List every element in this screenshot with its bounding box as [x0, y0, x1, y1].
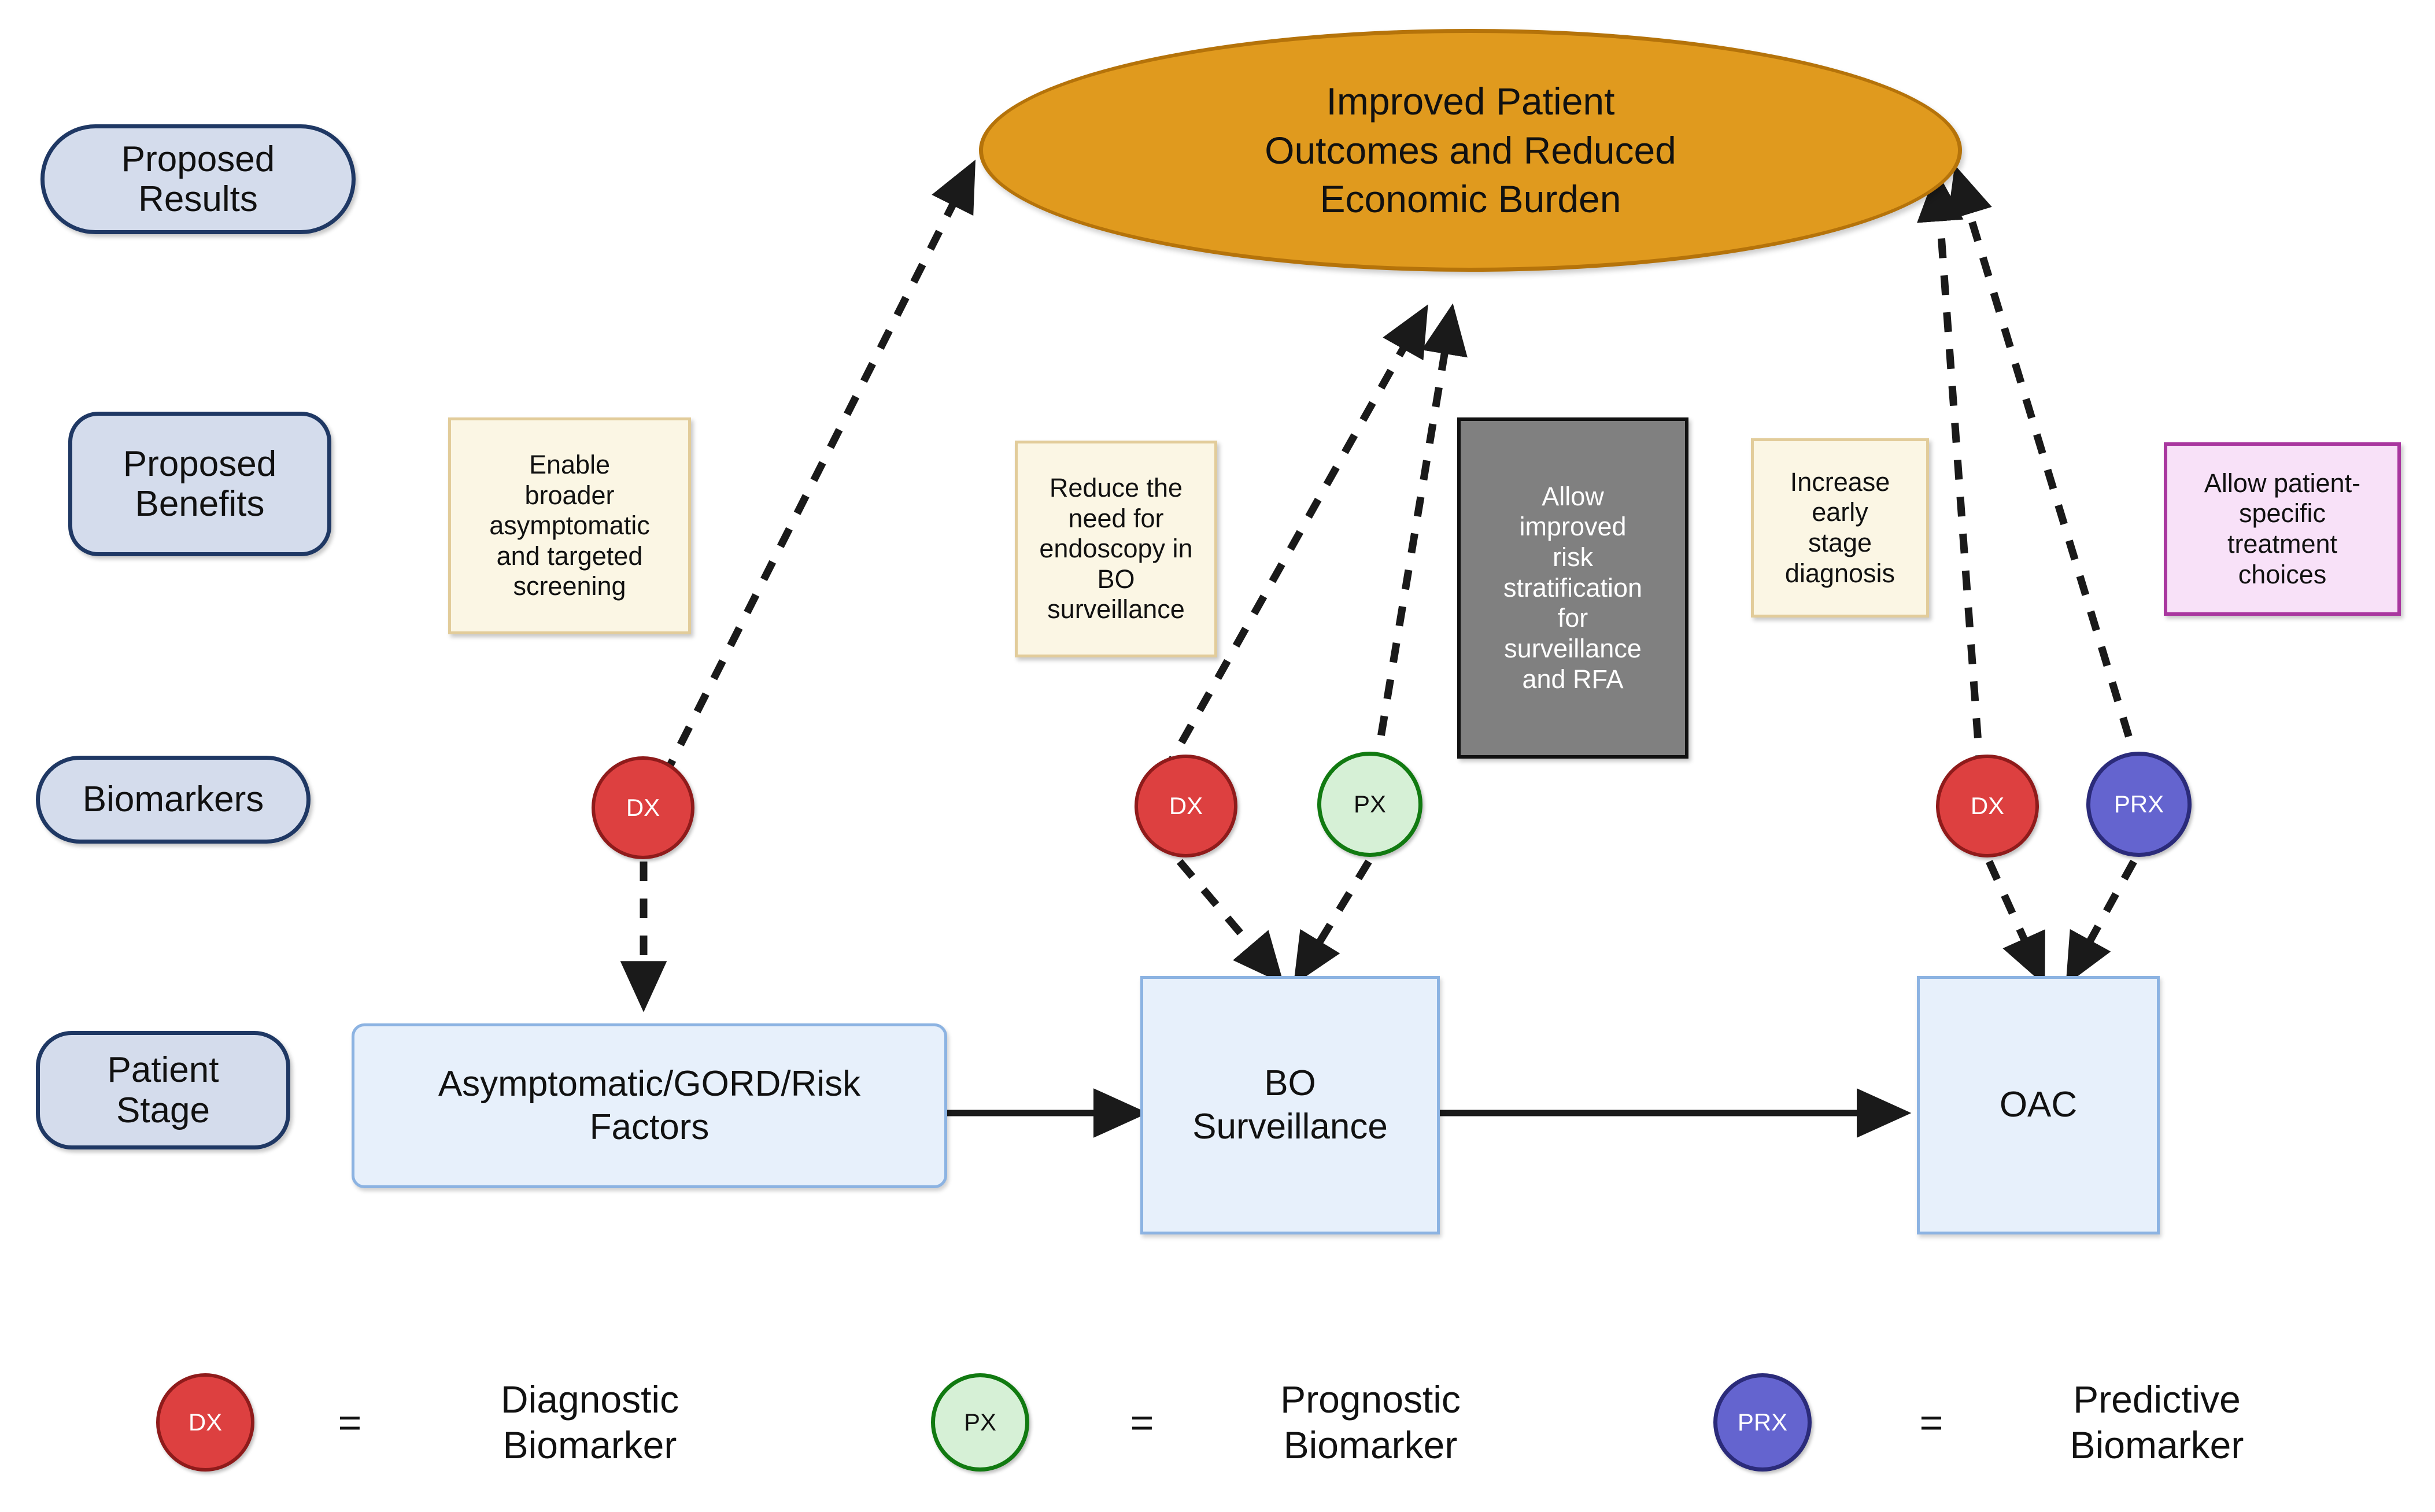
- row-label-patient-stage: Patient Stage: [36, 1031, 290, 1149]
- biomarker-label: DX: [1169, 792, 1203, 819]
- benefit-line: improved: [1519, 512, 1627, 542]
- row-label-line2: Stage: [116, 1090, 210, 1130]
- edge-dx2-to-bo: [1177, 859, 1284, 984]
- benefit-line: Allow patient-: [2204, 468, 2361, 498]
- legend-text-line2: Biomarker: [502, 1424, 677, 1466]
- benefit-line: specific: [2238, 498, 2326, 528]
- legend-marker-label: PRX: [1737, 1409, 1788, 1436]
- benefit-line: risk: [1553, 542, 1593, 572]
- edge-prx-to-oac: [2065, 859, 2137, 985]
- benefit-line: for: [1557, 603, 1588, 633]
- benefit-line: choices: [2238, 559, 2327, 589]
- stage-box-asymptomatic-gord-risk: Asymptomatic/GORD/Risk Factors: [352, 1023, 947, 1188]
- benefit-line: Allow: [1542, 481, 1604, 511]
- edge-dx3-to-goal: [1917, 170, 1985, 775]
- biomarker-label: DX: [1970, 792, 2005, 819]
- legend-text-px: Prognostic Biomarker: [1226, 1362, 1515, 1483]
- legend-equals-sign: =: [1919, 1400, 1943, 1445]
- benefit-box-improved-risk-stratification: Allow improved risk stratification for s…: [1457, 417, 1688, 759]
- legend-equals-sign: =: [1130, 1400, 1154, 1445]
- legend-marker-label: PX: [963, 1409, 997, 1436]
- biomarker-prx-oac: PRX: [2086, 752, 2192, 857]
- legend-equals-prx: =: [1905, 1396, 1957, 1448]
- benefit-line: BO: [1097, 564, 1135, 594]
- benefit-line: treatment: [2227, 529, 2338, 559]
- benefit-line: diagnosis: [1784, 558, 1895, 588]
- row-label-line2: Benefits: [135, 484, 265, 524]
- legend-equals-sign: =: [338, 1400, 362, 1445]
- row-label-line1: Patient: [107, 1050, 219, 1090]
- legend-marker-prx: PRX: [1713, 1373, 1812, 1472]
- benefit-line: stage: [1808, 528, 1872, 557]
- legend-text-line2: Biomarker: [2070, 1424, 2244, 1466]
- stage-box-oac: OAC: [1917, 976, 2160, 1234]
- biomarker-dx-surveillance: DX: [1135, 755, 1237, 857]
- edge-px-to-bo: [1293, 859, 1372, 985]
- benefit-line: endoscopy in: [1039, 534, 1193, 564]
- row-label-line1: Proposed: [123, 443, 277, 484]
- benefit-line: stratification: [1503, 572, 1643, 602]
- goal-line1: Improved Patient: [1326, 80, 1615, 123]
- legend-text-line1: Diagnostic: [500, 1377, 679, 1421]
- benefit-box-enable-broader-screening: Enable broader asymptomatic and targeted…: [448, 417, 691, 634]
- row-label-biomarkers: Biomarkers: [36, 756, 311, 844]
- row-label-line2: Results: [138, 179, 258, 219]
- benefit-box-increase-early-stage-diagnosis: Increase early stage diagnosis: [1751, 438, 1929, 618]
- stage-line2: Factors: [589, 1107, 710, 1147]
- benefit-box-reduce-endoscopy-need: Reduce the need for endoscopy in BO surv…: [1015, 441, 1217, 657]
- row-label-line1: Biomarkers: [82, 779, 264, 820]
- benefit-box-patient-specific-treatment: Allow patient- specific treatment choice…: [2164, 442, 2401, 616]
- edge-px-to-goal: [1371, 303, 1468, 773]
- stage-line2: Surveillance: [1192, 1106, 1388, 1147]
- benefit-line: broader: [524, 480, 615, 510]
- benefit-line: Increase: [1790, 467, 1890, 497]
- benefit-line: surveillance: [1504, 633, 1642, 663]
- legend-equals-dx: =: [324, 1396, 376, 1448]
- row-label-line1: Proposed: [121, 139, 275, 179]
- benefit-line: early: [1812, 497, 1868, 527]
- benefit-line: and targeted: [496, 541, 643, 571]
- edge-dx1-to-goal: [660, 160, 976, 779]
- edge-prx-to-goal: [1947, 165, 2144, 773]
- legend-text-line1: Predictive: [2073, 1377, 2241, 1421]
- stage-box-bo-surveillance: BO Surveillance: [1140, 976, 1440, 1234]
- biomarker-dx-oac: DX: [1936, 755, 2039, 857]
- stage-line1: OAC: [1999, 1085, 2078, 1125]
- benefit-line: and RFA: [1522, 664, 1624, 694]
- legend-text-dx: Diagnostic Biomarker: [445, 1362, 734, 1483]
- edge-dx3-to-oac: [1986, 860, 2045, 986]
- goal-line3: Economic Burden: [1320, 178, 1621, 221]
- benefit-line: surveillance: [1047, 594, 1185, 624]
- row-label-proposed-results: Proposed Results: [40, 124, 356, 234]
- legend-marker-label: DX: [188, 1409, 223, 1436]
- benefit-line: asymptomatic: [489, 511, 650, 541]
- legend-marker-px: PX: [931, 1373, 1029, 1472]
- biomarker-label: PRX: [2113, 790, 2164, 818]
- stage-line1: BO: [1264, 1063, 1316, 1104]
- benefit-line: Reduce the: [1049, 472, 1183, 502]
- biomarker-px-surveillance: PX: [1317, 752, 1422, 857]
- goal-outcome-ellipse: Improved Patient Outcomes and Reduced Ec…: [979, 29, 1962, 272]
- biomarker-label: PX: [1353, 790, 1387, 818]
- biomarker-dx-screening: DX: [592, 756, 694, 859]
- benefit-line: Enable: [529, 449, 611, 479]
- legend-equals-px: =: [1116, 1396, 1168, 1448]
- benefit-line: need for: [1068, 503, 1164, 533]
- goal-line2: Outcomes and Reduced: [1265, 128, 1676, 172]
- legend-text-line1: Prognostic: [1280, 1377, 1461, 1421]
- legend-text-prx: Predictive Biomarker: [2012, 1362, 2301, 1483]
- legend-marker-dx: DX: [156, 1373, 254, 1472]
- biomarker-label: DX: [626, 794, 660, 821]
- legend-text-line2: Biomarker: [1283, 1424, 1458, 1466]
- stage-line1: Asymptomatic/GORD/Risk: [438, 1064, 861, 1104]
- benefit-line: screening: [513, 571, 626, 601]
- row-label-proposed-benefits: Proposed Benefits: [68, 412, 331, 556]
